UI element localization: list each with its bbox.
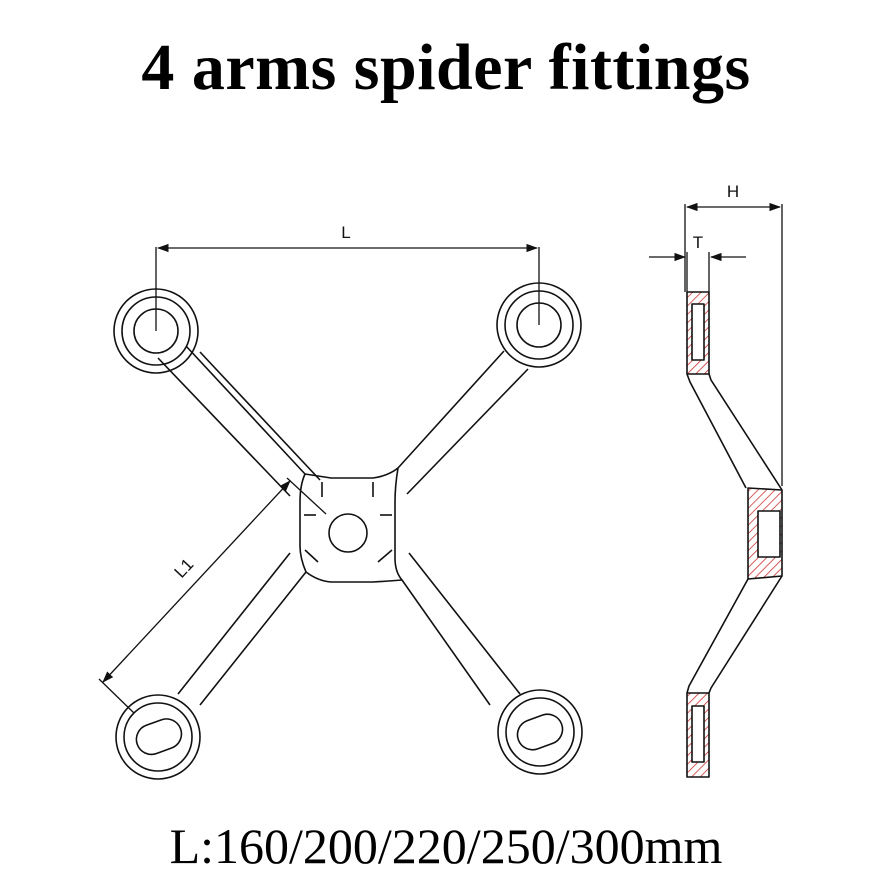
dimension-L1 — [98, 477, 327, 714]
dimension-L1-label: L1 — [171, 555, 198, 582]
dimension-L — [155, 243, 540, 331]
spider-hub — [304, 482, 393, 563]
dimension-T-label: T — [693, 233, 703, 252]
front-view — [113, 282, 583, 780]
size-caption: L:160/200/220/250/300mm — [169, 818, 723, 874]
page-title: 4 arms spider fittings — [141, 31, 751, 104]
dimension-L-label: L — [341, 223, 350, 242]
dimension-T — [649, 252, 746, 292]
boss-bottom-right — [497, 689, 583, 775]
dimension-H-label: H — [727, 182, 739, 201]
side-view — [686, 291, 783, 778]
hub-bolt-hole — [328, 513, 368, 553]
spider-arms-outline — [157, 345, 529, 706]
dimension-H — [684, 202, 783, 486]
boss-bottom-left — [115, 694, 201, 780]
